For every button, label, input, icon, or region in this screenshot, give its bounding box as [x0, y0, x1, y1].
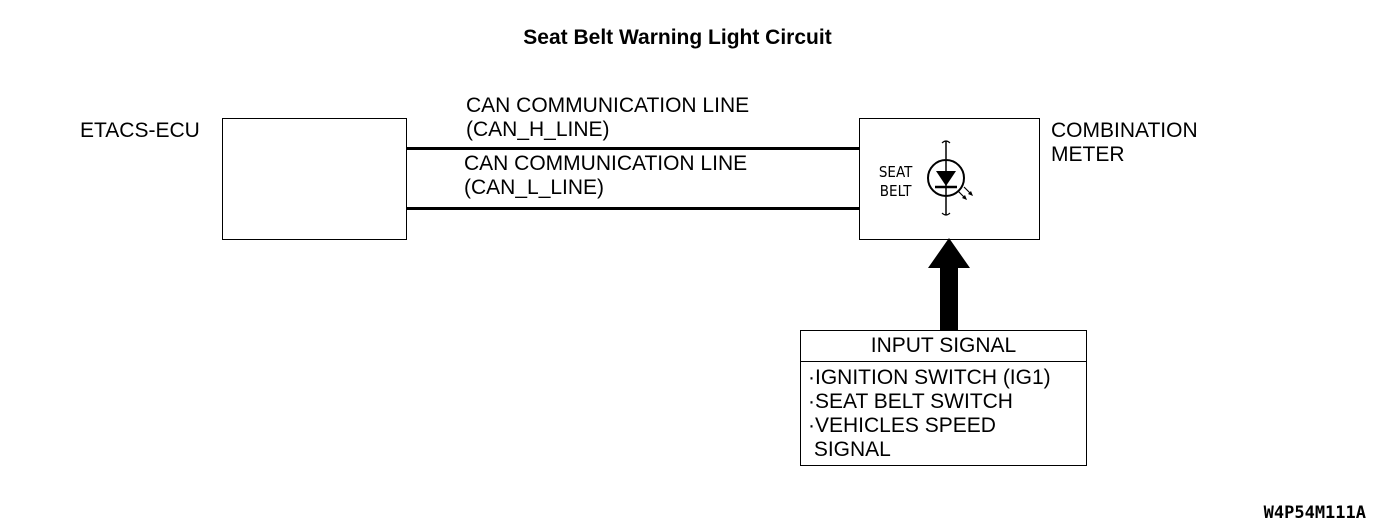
diagram-title: Seat Belt Warning Light Circuit — [523, 26, 832, 49]
belt-label: BELT — [879, 182, 912, 200]
can-h-wire — [407, 147, 860, 150]
list-item: SIGNAL — [808, 438, 891, 461]
ecu-label: ETACS-ECU — [80, 119, 200, 142]
combination-meter-box: SEAT BELT — [859, 118, 1040, 240]
signal-arrow — [928, 238, 970, 331]
can-h-label-line1: CAN COMMUNICATION LINE — [466, 94, 750, 117]
seat-label: SEAT — [878, 163, 913, 181]
seat-belt-indicator-label: SEAT BELT — [879, 163, 913, 201]
list-item: ·SEAT BELT SWITCH — [808, 390, 1013, 413]
meter-label-line2: METER — [1051, 143, 1125, 166]
list-item: ·IGNITION SWITCH (IG1) — [808, 366, 1051, 389]
can-l-label-line1: CAN COMMUNICATION LINE — [464, 152, 748, 175]
can-h-label-line2: (CAN_H_LINE) — [466, 118, 610, 141]
input-signal-box: INPUT SIGNAL ·IGNITION SWITCH (IG1) ·SEA… — [800, 330, 1087, 466]
led-icon — [927, 140, 973, 216]
can-l-label-line2: (CAN_L_LINE) — [464, 176, 605, 199]
figure-code: W4P54M111A — [1263, 503, 1366, 523]
ecu-box — [222, 118, 407, 240]
input-signal-list: ·IGNITION SWITCH (IG1) ·SEAT BELT SWITCH… — [801, 362, 1086, 462]
list-item: ·VEHICLES SPEED — [808, 414, 996, 437]
can-l-wire — [407, 207, 860, 210]
input-signal-header: INPUT SIGNAL — [801, 331, 1086, 362]
meter-label-line1: COMBINATION — [1051, 119, 1198, 142]
